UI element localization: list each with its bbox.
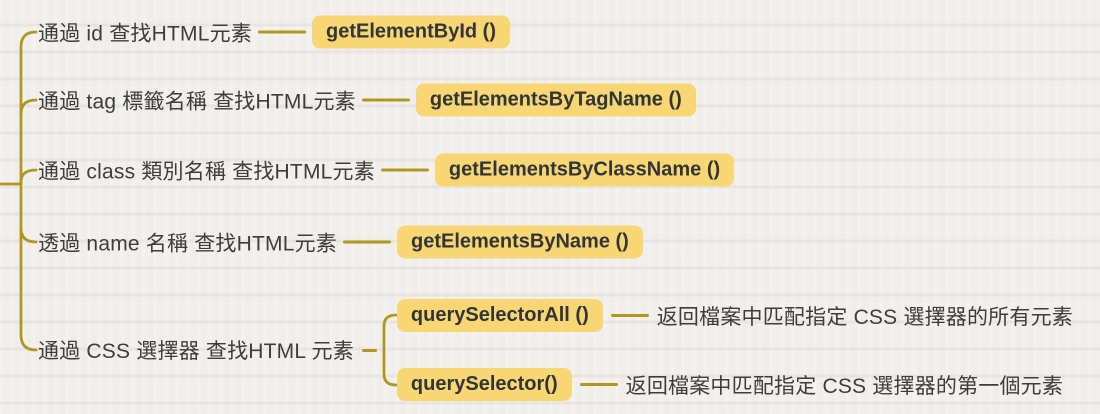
children-bracket [382,313,397,387]
child-row-queryselectorall: querySelectorAll () 返回檔案中匹配指定 CSS 選擇器的所有… [396,299,1073,332]
connector-line [361,348,377,352]
connector-line [380,168,429,172]
method-badge-getelementsbyclassname[interactable]: getElementsByClassName () [434,153,735,187]
method-badge-getelementsbytagname[interactable]: getElementsByTagName () [415,83,696,117]
branch-label-name[interactable]: 透過 name 名稱 查找HTML元素 [38,232,337,255]
connector-line [257,30,306,34]
method-badge-getelementbyid[interactable]: getElementById () [311,15,511,49]
connector-line [579,383,618,386]
branch-label-css[interactable]: 通過 CSS 選擇器 查找HTML 元素 [38,340,354,363]
branch-row-css: 通過 CSS 選擇器 查找HTML 元素 querySelectorAll ()… [34,299,1073,401]
branch-row-class: 通過 class 類別名稱 查找HTML元素 getElementsByClas… [34,153,735,187]
method-badge-queryselectorall[interactable]: querySelectorAll () [396,299,603,332]
method-badge-queryselector[interactable]: querySelector() [396,368,572,401]
description-queryselectorall[interactable]: 返回檔案中匹配指定 CSS 選擇器的所有元素 [656,305,1073,329]
branch-label-class[interactable]: 通過 class 類別名稱 查找HTML元素 [38,160,375,183]
description-queryselector[interactable]: 返回檔案中匹配指定 CSS 選擇器的第一個元素 [625,374,1064,398]
connector-line [343,240,391,244]
connector-line [610,314,649,317]
css-children: querySelectorAll () 返回檔案中匹配指定 CSS 選擇器的所有… [396,299,1073,401]
connector-line [361,98,410,102]
branch-label-tag[interactable]: 通過 tag 標籤名稱 查找HTML元素 [38,90,356,113]
branch-row-id: 通過 id 查找HTML元素 getElementById () [34,15,511,49]
branch-label-id[interactable]: 通過 id 查找HTML元素 [38,22,252,45]
method-badge-getelementsbyname[interactable]: getElementsByName () [397,225,643,259]
child-row-queryselector: querySelector() 返回檔案中匹配指定 CSS 選擇器的第一個元素 [396,368,1073,401]
branch-row-tag: 通過 tag 標籤名稱 查找HTML元素 getElementsByTagNam… [34,83,696,117]
branch-row-name: 透過 name 名稱 查找HTML元素 getElementsByName () [34,225,643,259]
